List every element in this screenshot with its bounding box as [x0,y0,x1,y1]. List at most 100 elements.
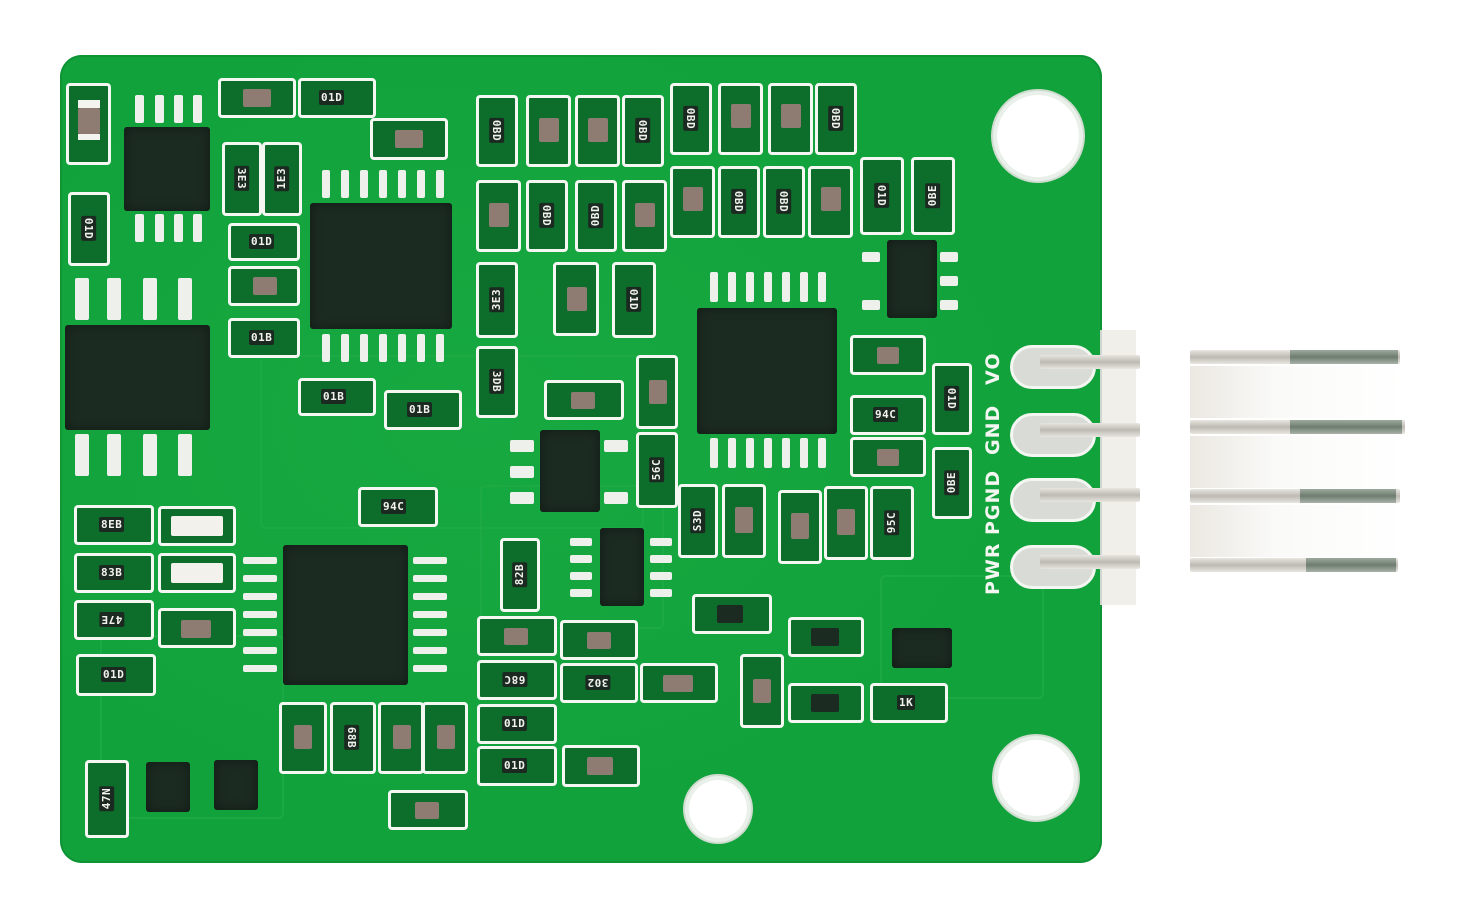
resistor: 3E3 [476,262,518,338]
resistor-marking: 0BD [828,105,844,132]
pin-shadow [1190,436,1405,488]
resistor: 0BD [670,83,712,155]
sot23-6-chip [887,240,937,318]
resistor-marking: 01D [101,667,127,682]
resistor: 01D [298,78,376,118]
capacitor [553,262,599,336]
capacitor [66,83,111,165]
capacitor [378,702,424,774]
pin-label-pwr: PWR [982,542,1004,595]
resistor-marking: 0BD [539,202,555,229]
resistor-marking: 47N [99,785,115,812]
resistor-marking: 3E3 [489,286,505,313]
resistor: S3D [678,484,718,558]
resistor-marking: 94C [381,499,407,514]
pin-label-pgnd: PGND [982,469,1004,535]
capacitor [422,702,468,774]
header-pin-vo [1040,355,1140,369]
resistor-marking: 47E [99,612,125,627]
resistor-marking: 01D [319,90,345,105]
resistor-marking: 0BD [588,202,604,229]
capacitor [158,553,236,593]
resistor: 01D [860,157,904,235]
resistor: 01D [68,192,110,266]
resistor: 0BD [815,83,857,155]
copper-trace [880,575,1044,699]
capacitor [670,166,715,238]
capacitor [722,484,766,558]
sot-chip [214,760,258,810]
resistor: 0BD [476,95,518,167]
resistor-marking: 01D [626,286,642,313]
resistor-marking: 01D [81,215,97,242]
resistor-marking: 82B [512,561,528,588]
resistor: 94C [850,395,926,435]
resistor-marking: 94C [873,407,899,422]
resistor-marking: 0BD [683,105,699,132]
resistor-marking: 1K [897,695,916,710]
resistor-marking: 3DB [489,368,505,395]
resistor: 8EB [74,505,154,545]
resistor: 95C [870,486,914,560]
capacitor [218,78,296,118]
soic8-chip [65,325,210,430]
pin-shadow [1190,366,1405,418]
capacitor [388,790,468,830]
resistor: 0BE [911,157,955,235]
sod-diode [892,628,952,668]
resistor-marking: 8EB [99,517,125,532]
resistor: 82B [500,538,540,612]
resistor-marking: 3E3 [234,165,250,192]
capacitor [228,266,300,306]
resistor: 0BD [763,166,805,238]
resistor-marking: 56C [649,456,665,483]
resistor: 3E3 [222,142,262,216]
resistor-marking: 01B [321,389,347,404]
inductor [692,594,772,634]
resistor-marking: 95C [884,509,900,536]
resistor: 83B [74,553,154,593]
resistor-marking: 01B [407,402,433,417]
resistor-marking: 01D [944,385,960,412]
capacitor [477,616,557,656]
capacitor [476,180,521,252]
resistor-marking: 01D [502,716,528,731]
sot223-chip [540,430,600,512]
resistor: 56C [636,432,678,508]
capacitor [544,380,624,420]
capacitor [622,180,667,252]
resistor: 1E3 [262,142,302,216]
resistor-marking: 1E3 [274,165,290,192]
capacitor [808,166,853,238]
resistor: 01B [228,318,300,358]
header-pin-pgnd [1040,488,1140,502]
header-pin-gnd [1040,423,1140,437]
tssop14-chip [697,308,837,434]
resistor: 0BE [932,447,972,519]
resistor-marking: 01D [874,182,890,209]
resistor: 47N [85,760,129,838]
resistor: 01B [384,390,462,430]
resistor: 94C [358,487,438,527]
inductor [788,617,864,657]
resistor-marking: 0BD [635,117,651,144]
capacitor [850,437,926,477]
capacitor [850,335,926,375]
capacitor [158,608,236,648]
resistor-marking: 83B [99,565,125,580]
capacitor [279,702,327,774]
resistor: 302 [560,663,638,703]
capacitor [640,663,718,703]
pin-label-vo: VO [982,352,1004,385]
tssop16-chip [283,545,408,685]
capacitor [575,95,620,167]
mounting-hole-bottom-center [689,780,747,838]
resistor: 01D [76,654,156,696]
resistor: 68B [330,702,376,774]
resistor: 01D [477,704,557,744]
resistor-marking: 0BE [925,182,941,209]
resistor: 0BD [575,180,617,252]
sot-chip [146,762,190,812]
capacitor [370,118,448,160]
resistor: 0BD [622,95,664,167]
